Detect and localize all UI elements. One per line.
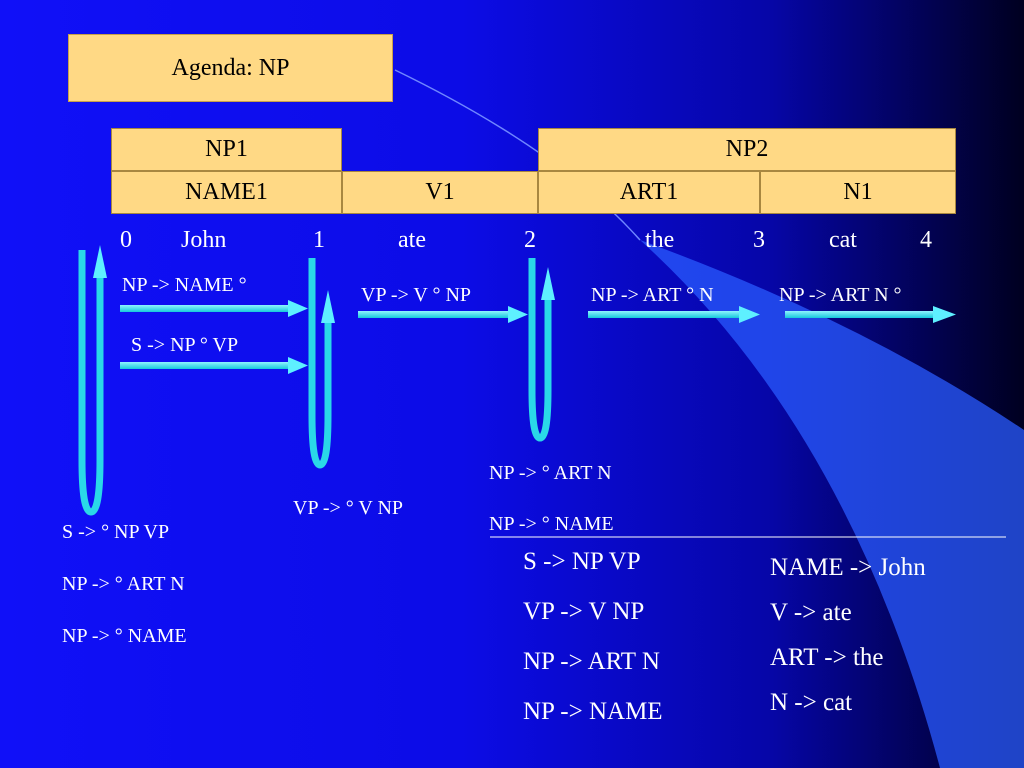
edge-label-vp-v-np: VP -> V ° NP	[361, 284, 472, 306]
edge-arrow-np-art-n-complete-head	[933, 306, 956, 323]
grammar-rule: VP -> V NP	[523, 598, 645, 625]
agenda-box: Agenda: NP	[68, 34, 393, 102]
edge-arrow-s-np-vp-head	[288, 357, 308, 374]
word-ate: ate	[398, 227, 426, 253]
loop-label-pos2-1: NP -> ° ART N	[489, 462, 612, 484]
edge-label-s-np-vp: S -> NP ° VP	[131, 334, 239, 356]
chart-cell-v1: V1	[342, 171, 538, 214]
grammar-rule: NP -> NAME	[523, 698, 663, 725]
background-swoosh	[640, 240, 1024, 768]
edge-arrow-np-art-n-head	[739, 306, 760, 323]
position-3: 3	[753, 227, 765, 253]
edge-label-np-art-n: NP -> ART ° N	[591, 284, 714, 306]
loop-label-pos2-2: NP -> ° NAME	[489, 513, 614, 535]
chart-cell-label: NP2	[725, 136, 769, 162]
word-john: John	[181, 227, 227, 253]
agenda-label: Agenda: NP	[171, 54, 290, 81]
edge-label-np-name: NP -> NAME °	[122, 274, 247, 296]
grammar-rule: NP -> ART N	[523, 648, 660, 675]
loop-label-pos0-2: NP -> ° ART N	[62, 573, 185, 595]
chart-cell-n1: N1	[760, 171, 956, 214]
position-4: 4	[920, 227, 932, 253]
chart-cell-label: N1	[843, 179, 873, 205]
loop-arrow-pos2	[528, 258, 552, 442]
chart-cell-label: NP1	[205, 136, 248, 162]
position-1: 1	[313, 227, 325, 253]
loop-label-pos1-1: VP -> ° V NP	[293, 497, 404, 519]
edge-arrow-vp-v-np-shaft	[358, 311, 510, 318]
edge-arrow-s-np-vp-shaft	[120, 362, 290, 369]
chart-cell-label: NAME1	[185, 179, 268, 205]
lexicon-entry: V -> ate	[770, 599, 852, 626]
loop-arrowhead-pos0	[93, 245, 107, 278]
chart-cell-label: ART1	[619, 179, 679, 205]
edge-arrow-vp-v-np-head	[508, 306, 528, 323]
edge-arrow-np-name-shaft	[120, 305, 290, 312]
position-2: 2	[524, 227, 536, 253]
lexicon-entry: N -> cat	[770, 689, 853, 716]
loop-arrowhead-pos1	[321, 290, 335, 323]
loop-label-pos0-1: S -> ° NP VP	[62, 521, 170, 543]
edge-arrow-np-art-n-complete-shaft	[785, 311, 935, 318]
loop-arrowhead-pos2	[541, 267, 555, 300]
edge-label-np-art-n-complete: NP -> ART N °	[779, 284, 902, 306]
loop-arrow-pos1	[308, 258, 332, 469]
chart-cell-np1: NP1	[111, 128, 342, 171]
loop-label-pos0-3: NP -> ° NAME	[62, 625, 187, 647]
lexicon-entry: ART -> the	[770, 644, 884, 671]
loop-arrow-pos0	[78, 250, 104, 516]
chart-cell-label: V1	[425, 179, 455, 205]
chart-cell-art1: ART1	[538, 171, 760, 214]
chart-cell-name1: NAME1	[111, 171, 342, 214]
lexicon-entry: NAME -> John	[770, 554, 926, 581]
word-the: the	[645, 227, 675, 253]
edge-arrow-np-art-n-shaft	[588, 311, 741, 318]
word-cat: cat	[829, 227, 857, 253]
chart-cell-np2: NP2	[538, 128, 956, 171]
grammar-rule: S -> NP VP	[523, 548, 641, 575]
position-0: 0	[120, 227, 132, 253]
edge-arrow-np-name-head	[288, 300, 308, 317]
